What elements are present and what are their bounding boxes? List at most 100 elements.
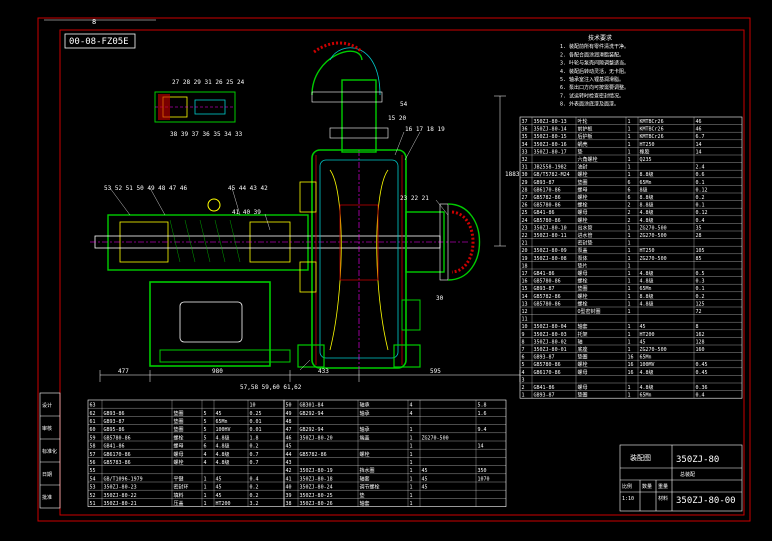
note-line: 1. 装配前所有零件清洗干净。: [560, 43, 629, 50]
parts-cell-code: GB/T1096-1979: [104, 476, 143, 482]
parts-cell-code: GB292-94: [300, 427, 324, 433]
parts-cell-name: 油封: [578, 164, 588, 171]
parts-cell-code: GB93-86: [104, 411, 125, 417]
parts-cell-name: 轴承: [360, 426, 370, 433]
parts-cell-mat: 4.8级: [640, 209, 654, 216]
parts-cell-w: 160: [696, 347, 705, 353]
detail-callouts-bottom: 38 39 37 36 35 34 33: [170, 131, 243, 138]
parts-cell-qty: 5: [204, 419, 207, 425]
parts-cell-no: 46: [286, 435, 292, 441]
note-line: 3. 叶轮与泵壳间隙调整适当。: [560, 60, 629, 67]
parts-cell-qty: 1: [410, 493, 413, 499]
parts-cell-qty: 4: [410, 411, 413, 417]
parts-cell-name: 调节螺栓: [360, 484, 380, 491]
title-header-material: 材料: [658, 495, 668, 502]
parts-cell-mat: 橡胶: [640, 148, 650, 155]
parts-cell-w: 0.25: [250, 411, 262, 417]
parts-cell-mat: 45: [422, 485, 428, 491]
detail-callouts-top: 27 28 29 31 26 25 24: [172, 79, 245, 86]
parts-cell-code: GB93-87: [534, 355, 555, 361]
parts-cell-name: 垫圈: [578, 354, 588, 361]
parts-cell-no: 47: [286, 427, 292, 433]
parts-cell-mat: 8.8级: [640, 194, 654, 201]
parts-cell-code: GB93-87: [534, 180, 555, 186]
parts-cell-no: 33: [522, 149, 528, 155]
parts-cell-qty: 5: [204, 427, 207, 433]
parts-cell-code: GB6170-86: [104, 452, 131, 458]
parts-cell-code: 350ZJ-80-10: [534, 225, 567, 231]
parts-cell-mat: 4.8级: [640, 300, 654, 307]
parts-cell-name: 蜗壳: [578, 141, 588, 148]
parts-cell-qty: 4: [410, 403, 413, 409]
parts-cell-code: 350ZJ-80-20: [300, 435, 333, 441]
parts-cell-name: 六角螺栓: [578, 156, 598, 163]
parts-cell-mat: 65Mn: [640, 286, 652, 292]
parts-cell-no: 9: [522, 332, 525, 338]
parts-cell-mat: 65Mn: [640, 393, 652, 399]
parts-cell-no: 53: [90, 485, 96, 491]
parts-cell-w: 5.8: [478, 403, 487, 409]
inner-border: [59, 29, 745, 516]
parts-cell-code: GB41-86: [534, 385, 555, 391]
parts-cell-w: 0.3: [696, 279, 705, 285]
parts-cell-no: 1: [522, 393, 525, 399]
parts-cell-mat: 4.8级: [640, 369, 654, 376]
parts-cell-no: 62: [90, 411, 96, 417]
parts-cell-name: 螺栓: [578, 217, 588, 224]
parts-cell-name: 螺栓: [360, 451, 370, 458]
parts-cell-qty: 1: [628, 119, 631, 125]
parts-cell-no: 22: [522, 233, 528, 239]
parts-cell-qty: 1: [628, 286, 631, 292]
leader-lines: [109, 131, 449, 371]
parts-cell-w: 0.2: [250, 493, 259, 499]
parts-cell-code: GB6170-86: [534, 187, 561, 193]
top-sheet-number: 8: [92, 18, 96, 26]
parts-cell-no: 61: [90, 419, 96, 425]
parts-cell-qty: 6: [628, 180, 631, 186]
parts-cell-w: 0.45: [696, 362, 708, 368]
parts-cell-code: GB93-87: [534, 286, 555, 292]
parts-cell-qty: 4: [204, 460, 207, 466]
parts-cell-mat: Q235: [640, 157, 652, 163]
parts-cell-code: GB292-94: [300, 411, 324, 417]
parts-cell-no: 3: [522, 377, 525, 383]
parts-cell-code: GB5780-86: [534, 218, 561, 224]
parts-cell-no: 6: [522, 355, 525, 361]
notes-heading: 技术要求: [588, 34, 612, 42]
parts-cell-w: 0.4: [696, 393, 705, 399]
side-label-standard: 标准化: [42, 448, 57, 455]
parts-cell-no: 49: [286, 411, 292, 417]
parts-cell-name: 平键: [174, 475, 184, 482]
parts-cell-code: GB5780-86: [534, 362, 561, 368]
parts-cell-qty: 1: [628, 339, 631, 345]
parts-cell-qty: 1: [628, 241, 631, 247]
note-line: 5. 轴承室注入锂基润滑脂。: [560, 76, 624, 83]
parts-cell-code: GB301-84: [300, 403, 324, 409]
parts-cell-qty: 6: [628, 195, 631, 201]
parts-cell-w: 14: [696, 149, 702, 155]
parts-cell-no: 39: [286, 493, 292, 499]
parts-cell-name: 后护板: [578, 133, 593, 140]
parts-cell-code: JB2558-1982: [534, 165, 567, 171]
parts-cell-code: 350ZJ-80-21: [104, 501, 137, 507]
parts-cell-no: 15: [522, 286, 528, 292]
parts-cell-qty: 1: [628, 347, 631, 353]
parts-cell-mat: 45: [216, 476, 222, 482]
parts-cell-mat: KMTBCr26: [640, 134, 664, 140]
parts-cell-name: 密封环: [174, 484, 189, 491]
parts-cell-no: 35: [522, 134, 528, 140]
parts-cell-name: 垫片: [578, 262, 588, 269]
parts-cell-qty: 1: [410, 485, 413, 491]
